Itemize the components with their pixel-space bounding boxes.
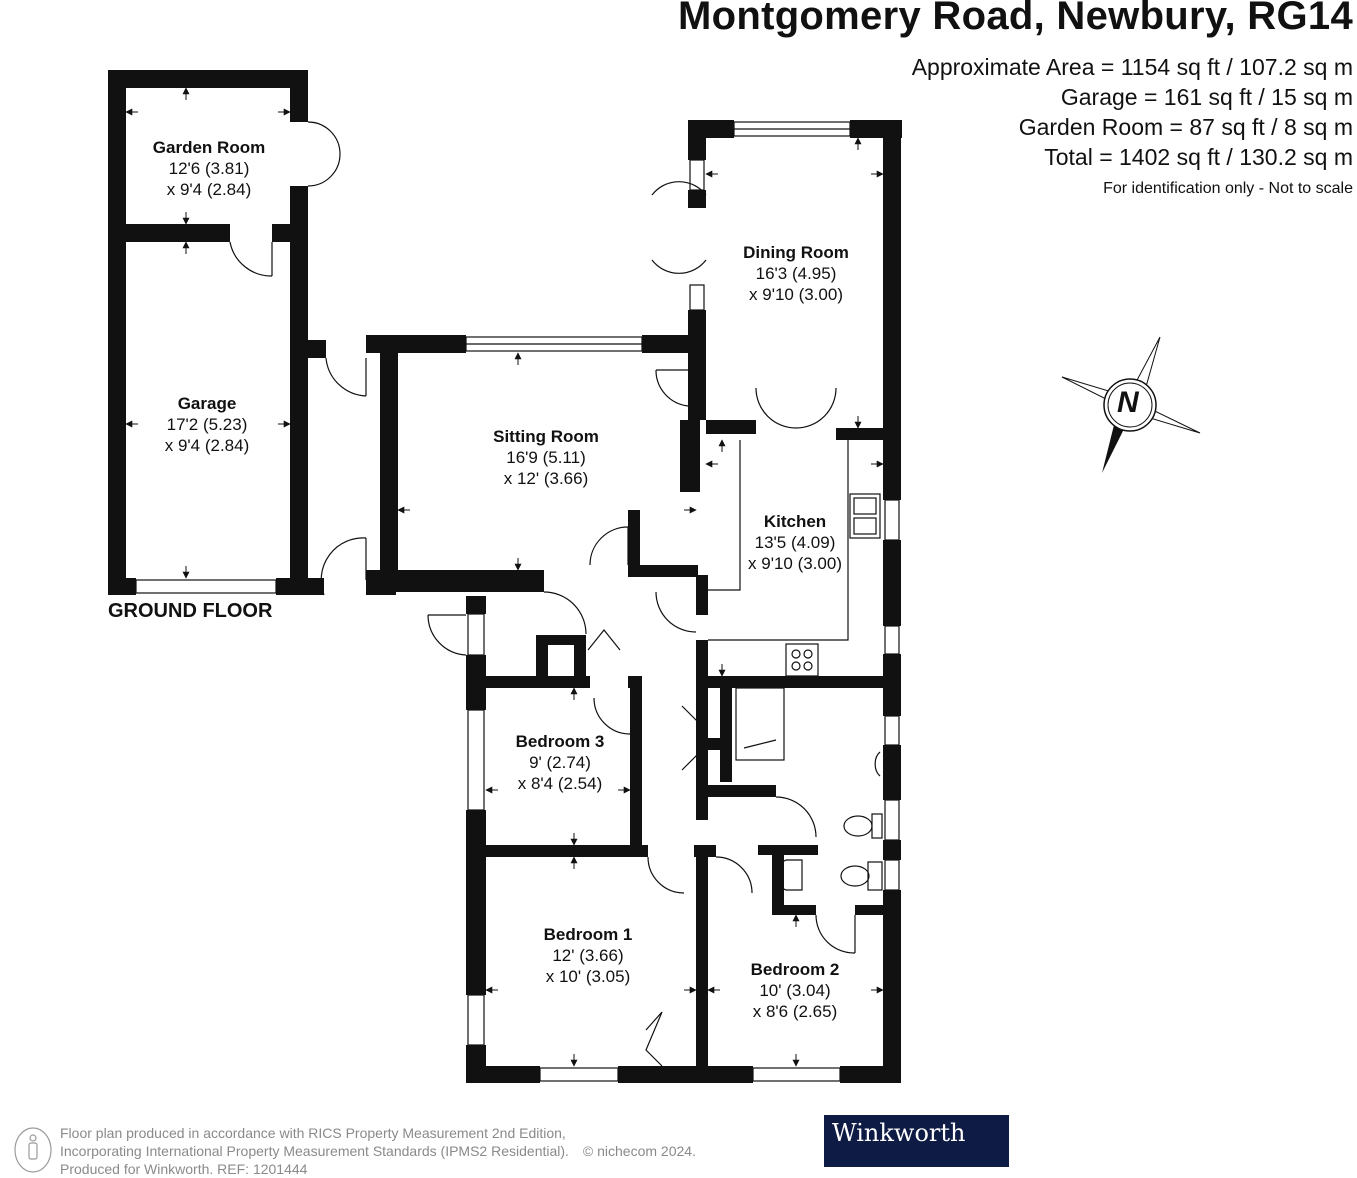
page-title: Montgomery Road, Newbury, RG14 xyxy=(677,0,1353,38)
area-approximate: Approximate Area = 1154 sq ft / 107.2 sq… xyxy=(911,54,1353,80)
room-bedroom-1: Bedroom 1 12' (3.66) x 10' (3.05) xyxy=(508,924,668,987)
copyright: © nichecom 2024. xyxy=(582,1143,696,1159)
room-bedroom-3: Bedroom 3 9' (2.74) x 8'4 (2.54) xyxy=(490,731,630,794)
room-dimension: x 9'4 (2.84) xyxy=(166,180,252,199)
walls xyxy=(108,70,902,1083)
doors xyxy=(229,121,856,1067)
area-garage: Garage = 161 sq ft / 15 sq m xyxy=(1060,84,1353,110)
room-dimension: 16'9 (5.11) xyxy=(506,448,586,467)
footer-line: Floor plan produced in accordance with R… xyxy=(60,1125,566,1141)
room-bedroom-2: Bedroom 2 10' (3.04) x 8'6 (2.65) xyxy=(720,959,870,1022)
room-dimension: x 9'4 (2.84) xyxy=(164,436,250,455)
room-dimension: 12'6 (3.81) xyxy=(168,159,250,178)
room-dimension: x 9'10 (3.00) xyxy=(749,285,843,304)
room-dimension: 16'3 (4.95) xyxy=(755,264,837,283)
room-dimension: 9' (2.74) xyxy=(529,753,591,772)
room-name: Bedroom 2 xyxy=(750,960,840,979)
room-dining-room: Dining Room 16'3 (4.95) x 9'10 (3.00) xyxy=(706,242,886,305)
room-dimension: 17'2 (5.23) xyxy=(166,415,248,434)
room-sitting-room: Sitting Room 16'9 (5.11) x 12' (3.66) xyxy=(456,426,636,489)
room-name: Garage xyxy=(177,394,237,413)
room-dimension: 10' (3.04) xyxy=(759,981,831,1000)
room-garden-room: Garden Room 12'6 (3.81) x 9'4 (2.84) xyxy=(129,137,289,200)
room-kitchen: Kitchen 13'5 (4.09) x 9'10 (3.00) xyxy=(710,511,880,574)
room-name: Bedroom 3 xyxy=(515,732,605,751)
room-name: Bedroom 1 xyxy=(543,925,633,944)
room-dimension: x 10' (3.05) xyxy=(545,967,631,986)
disclaimer: For identification only - Not to scale xyxy=(1103,180,1353,197)
room-name: Sitting Room xyxy=(493,427,599,446)
dimension-arrows xyxy=(125,87,884,1067)
room-garage: Garage 17'2 (5.23) x 9'4 (2.84) xyxy=(127,393,287,456)
footer-line: Incorporating International Property Mea… xyxy=(60,1143,569,1159)
room-name: Kitchen xyxy=(763,512,827,531)
room-dimension: x 8'6 (2.65) xyxy=(752,1002,838,1021)
room-dimension: x 12' (3.66) xyxy=(503,469,589,488)
area-summary: Approximate Area = 1154 sq ft / 107.2 sq… xyxy=(912,52,1353,172)
room-dimension: x 8'4 (2.54) xyxy=(517,774,603,793)
area-garden-room: Garden Room = 87 sq ft / 8 sq m xyxy=(1018,114,1353,140)
footer-line: Produced for Winkworth. REF: 1201444 xyxy=(60,1161,308,1177)
area-total: Total = 1402 sq ft / 130.2 sq m xyxy=(1044,144,1353,170)
room-dimension: x 9'10 (3.00) xyxy=(748,554,842,573)
brand-logo: Winkworth xyxy=(824,1115,1009,1167)
fixtures xyxy=(706,440,883,891)
room-dimension: 12' (3.66) xyxy=(552,946,624,965)
room-name: Garden Room xyxy=(152,138,266,157)
footer-notes: Floor plan produced in accordance with R… xyxy=(60,1124,696,1178)
room-dimension: 13'5 (4.09) xyxy=(754,533,836,552)
floor-label: GROUND FLOOR xyxy=(108,600,273,622)
windows xyxy=(135,121,900,1082)
room-name: Dining Room xyxy=(743,243,849,262)
north-arrow-icon xyxy=(1061,336,1201,473)
compass-label: N xyxy=(1117,386,1139,419)
